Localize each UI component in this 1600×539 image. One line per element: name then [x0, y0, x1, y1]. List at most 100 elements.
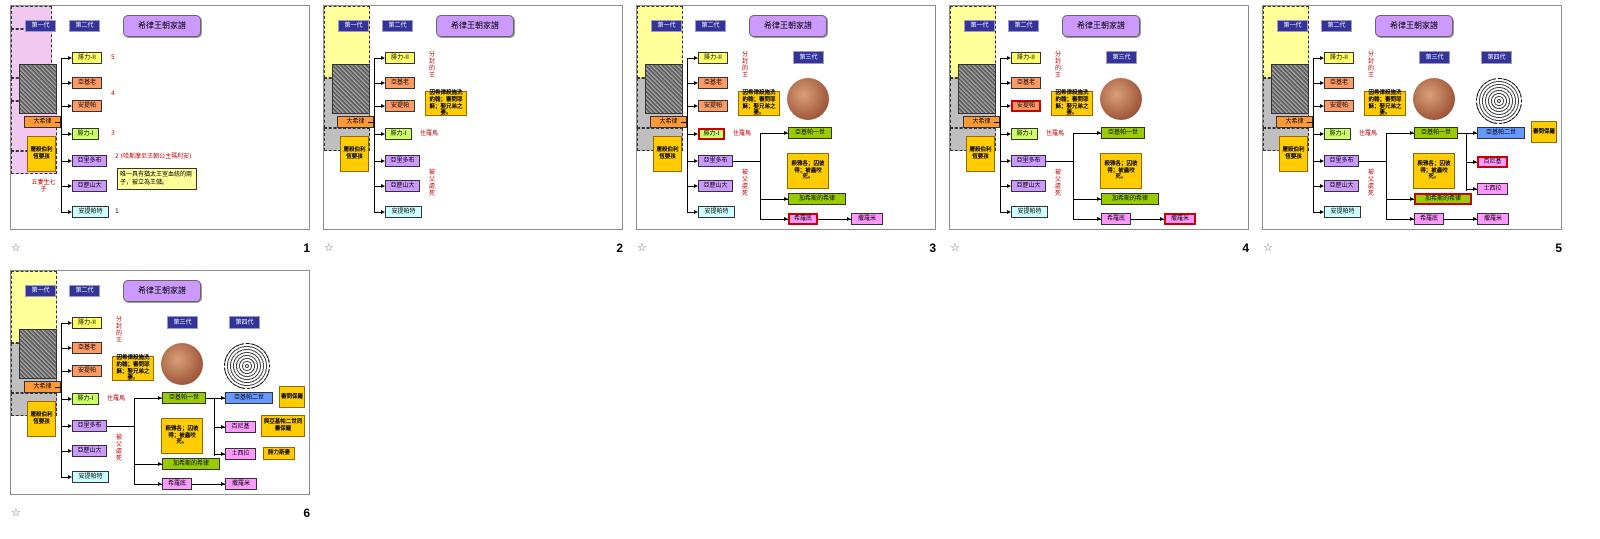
executed-note: 被父處死	[1054, 168, 1061, 198]
arrow-head-icon	[1473, 131, 1477, 135]
arrow-head-icon	[784, 131, 788, 135]
connector-line	[1000, 161, 1009, 162]
connector-line	[134, 398, 162, 399]
connector-line	[760, 199, 788, 200]
aristobulus-box: 亞里多布	[1011, 155, 1046, 167]
connector-line	[134, 464, 162, 465]
tetrarchs-note: 分封的王	[741, 50, 748, 80]
aristobulus-box: 亞里多布	[72, 155, 107, 167]
slide-title: 希律王朝家譜	[1375, 15, 1453, 37]
connector-line	[107, 426, 135, 427]
arrow-head-icon	[1320, 184, 1324, 188]
agrippa1-box: 亞基帕一世	[162, 392, 206, 404]
slide-transition-icon[interactable]: ☆	[11, 241, 21, 254]
slide-number: 3	[929, 241, 936, 255]
agrippa1-note-callout: 殺雅各；囚彼得；被蟲咬死。	[787, 153, 829, 189]
agrippa2-note-callout: 審問保羅	[1531, 121, 1557, 143]
arrow-head-icon	[1410, 217, 1414, 221]
herodias-box: 希羅底	[162, 478, 192, 490]
connector-line	[1466, 133, 1477, 134]
archelaus-box: 亞基老	[1011, 77, 1041, 89]
connector-line	[134, 398, 135, 484]
connector-line	[368, 122, 375, 123]
connector-line	[760, 219, 788, 220]
arrow-head-icon	[1007, 132, 1011, 136]
antipas-note-callout: 因希律殺施洗約翰；審問耶穌；娶兄弟之妻。	[112, 355, 154, 381]
herod-great-box: 大希律	[24, 116, 61, 128]
mark-3: 3	[111, 130, 115, 137]
antipas-box: 安提帕	[1011, 100, 1041, 112]
antipas-note-callout: 因希律殺施洗約翰；審問耶穌；娶兄弟之妻。	[1051, 90, 1093, 116]
connector-line	[687, 134, 696, 135]
gen2-label: 第二代	[1008, 20, 1039, 32]
archelaus-box: 亞基老	[72, 342, 102, 354]
connector-line	[61, 323, 70, 324]
arrow-head-icon	[694, 184, 698, 188]
connector-line	[687, 186, 696, 187]
agrippa1-box: 亞基帕一世	[1414, 127, 1458, 139]
connector-line	[1386, 133, 1414, 134]
gen4-label: 第四代	[229, 316, 260, 329]
herod-portrait-image	[958, 64, 996, 114]
mark-5: 5	[111, 54, 115, 61]
gen4-label: 第四代	[1481, 51, 1512, 64]
connector-line	[1073, 219, 1101, 220]
arrow-head-icon	[158, 396, 162, 400]
gen2-label: 第二代	[69, 285, 100, 297]
archelaus-box: 亞基老	[385, 77, 415, 89]
philip1-box: 腓力-I	[698, 128, 725, 140]
connector-line	[374, 58, 383, 59]
executed-note: 被父處死	[115, 433, 122, 463]
slide-transition-icon[interactable]: ☆	[324, 241, 334, 254]
slide-transition-icon[interactable]: ☆	[950, 241, 960, 254]
bernice-note-callout: 與亞基帕二世同審保羅	[261, 415, 305, 437]
connector-line	[61, 477, 70, 478]
herod-portrait-image	[19, 329, 57, 379]
salome-box: 撒羅米	[1477, 213, 1509, 225]
connector-line	[687, 106, 696, 107]
connector-line	[1359, 161, 1387, 162]
alexander-box: 亞歷山大	[385, 180, 420, 192]
aristobulus-box: 亞里多布	[1324, 155, 1359, 167]
mark-2: 2 (哈斯摩尼王朝公主瑪利安)	[115, 153, 192, 160]
gen3-label: 第三代	[1419, 51, 1450, 64]
slide-transition-icon[interactable]: ☆	[1263, 241, 1273, 254]
agrippa1-box: 亞基帕一世	[1101, 127, 1145, 139]
connector-line	[61, 58, 62, 213]
aristobulus-box: 亞里多布	[72, 420, 107, 432]
executed-note: 被父處死	[428, 168, 435, 198]
massacre-note-callout: 屠殺伯利恆嬰孩	[340, 136, 369, 172]
connector-line	[61, 451, 70, 452]
rome-note: 住羅馬	[1359, 130, 1378, 137]
alexander-box: 亞歷山大	[698, 180, 733, 192]
antipas-box: 安提帕	[698, 100, 728, 112]
gen2-label: 第二代	[382, 20, 413, 32]
slide-title: 希律王朝家譜	[436, 15, 514, 37]
slide-number: 6	[303, 506, 310, 520]
arrow-head-icon	[221, 482, 225, 486]
connector-line	[55, 387, 62, 388]
antipas-box: 安提帕	[1324, 100, 1354, 112]
slide-transition-icon[interactable]: ☆	[11, 506, 21, 519]
arrow-head-icon	[68, 346, 72, 350]
connector-line	[214, 427, 225, 428]
arrow-head-icon	[68, 475, 72, 479]
gen1-label: 第一代	[1277, 20, 1308, 32]
connector-line	[61, 426, 70, 427]
arrow-head-icon	[381, 81, 385, 85]
connector-line	[134, 484, 162, 485]
coin-image	[1413, 78, 1455, 120]
arrow-head-icon	[1410, 197, 1414, 201]
herodias-box: 希羅底	[1101, 213, 1131, 225]
massacre-note-callout: 屠殺伯利恆嬰孩	[27, 136, 56, 172]
gen1-label: 第一代	[338, 20, 369, 32]
antipater-box: 安提帕特	[698, 206, 735, 218]
slide-transition-icon[interactable]: ☆	[637, 241, 647, 254]
antipas-box: 安提帕	[385, 100, 415, 112]
